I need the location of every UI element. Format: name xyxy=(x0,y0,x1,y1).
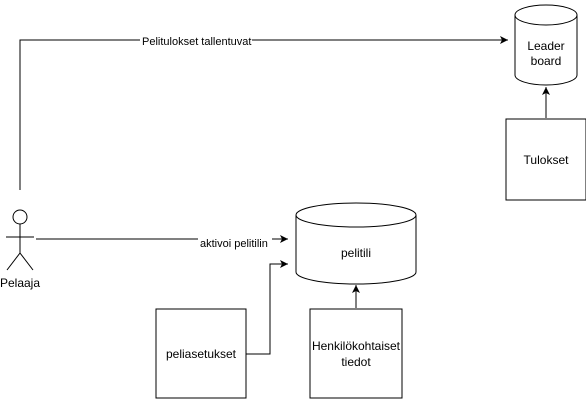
personal-data-box[interactable]: Henkilökohtaiset tiedot xyxy=(309,308,403,399)
results-box[interactable]: Tulokset xyxy=(505,118,586,201)
leaderboard-label-line1: Leader xyxy=(527,39,564,53)
edge-activate-account-label: aktivoi pelitilin xyxy=(200,238,268,250)
actor-stick-figure-icon xyxy=(6,209,34,271)
edge-results-saved-line[interactable] xyxy=(19,36,508,190)
database-icon xyxy=(514,4,578,26)
leaderboard-database[interactable]: Leader board xyxy=(514,4,578,86)
personal-data-label-line2: tiedot xyxy=(341,355,371,369)
game-account-database[interactable]: pelitili xyxy=(295,202,417,285)
actor-label: Pelaaja xyxy=(0,276,40,290)
edge-activate-account[interactable]: aktivoi pelitilin xyxy=(36,235,288,250)
edge-settings-to-account[interactable] xyxy=(246,260,288,355)
database-icon xyxy=(295,202,417,228)
results-label: Tulokset xyxy=(524,153,570,167)
personal-data-label-line1: Henkilökohtaiset xyxy=(312,339,401,353)
edge-results-saved-label: Pelitulokset tallentuvat xyxy=(142,36,251,48)
game-settings-box[interactable]: peliasetukset xyxy=(155,308,247,399)
game-settings-label: peliasetukset xyxy=(166,347,237,361)
edge-results-saved[interactable]: Pelitulokset tallentuvat xyxy=(19,35,508,190)
leaderboard-label-line2: board xyxy=(531,54,562,68)
actor-pelaaja[interactable]: Pelaaja xyxy=(0,209,40,290)
game-account-label: pelitili xyxy=(341,246,371,260)
